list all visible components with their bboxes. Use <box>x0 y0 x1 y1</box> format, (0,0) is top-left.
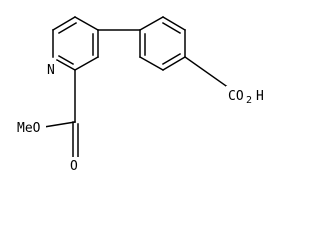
pyridine-ring <box>51 15 100 72</box>
bond-c3-c2 <box>73 55 100 72</box>
bond-c2-n <box>55 58 77 72</box>
bond-b4-b5 <box>161 55 187 72</box>
acid-subscript-label: 2 <box>246 95 252 106</box>
bond-c2-n-inner <box>57 54 75 66</box>
benzene-ring <box>97 15 187 72</box>
methoxy-label-background <box>14 118 46 135</box>
carbonyl-oxygen-label-background <box>67 157 81 172</box>
acid-label-background <box>226 86 266 104</box>
bond-c5-c4 <box>73 15 100 32</box>
chemical-structure-diagram: N MeO O CO 2 H <box>14 15 266 174</box>
bond-b5-b6 <box>138 55 165 72</box>
bond-carbonyl-o-methoxy <box>43 121 76 128</box>
bond-c6-c5 <box>51 15 77 32</box>
nitrogen-label-background <box>45 61 58 76</box>
bond-c6-c5-inner <box>57 21 78 35</box>
methoxy-label: MeO <box>17 121 41 136</box>
bond-b2-b3 <box>161 15 187 32</box>
methyl-ester-group <box>43 69 79 161</box>
bond-b4-b5-inner <box>161 52 182 66</box>
acid-h-label: H <box>256 89 264 104</box>
bond-b2-b3-inner <box>161 21 182 35</box>
nitrogen-label: N <box>47 63 55 78</box>
bond-b1-b2 <box>138 15 165 32</box>
carbonyl-oxygen-label: O <box>70 159 78 174</box>
acid-co-label: CO <box>228 89 244 104</box>
bond-b4-acid <box>183 55 231 90</box>
